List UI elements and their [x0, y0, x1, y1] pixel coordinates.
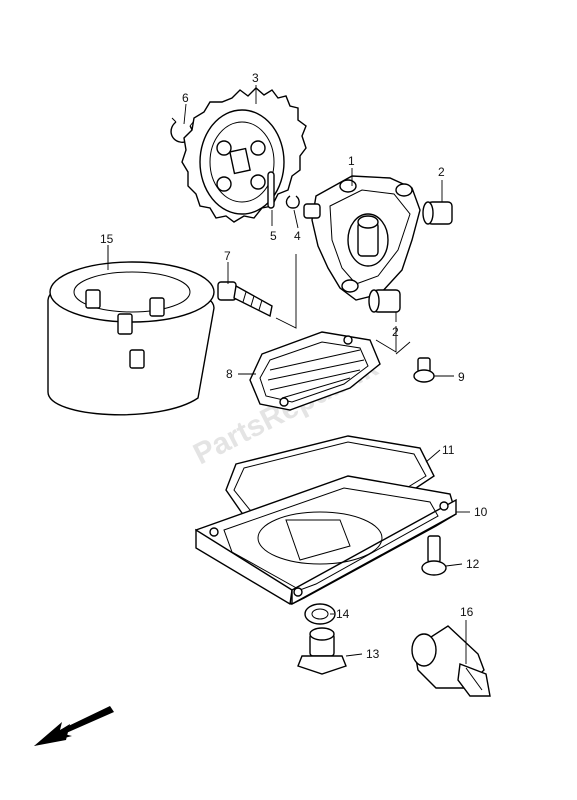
oil-pump-assembly-part: [303, 175, 421, 301]
oil-pan-bolt-part: [421, 535, 447, 576]
small-circlip-part: [285, 195, 300, 209]
callout-6: 6: [182, 91, 189, 105]
callout-2-upper: 2: [438, 165, 445, 179]
callout-13: 13: [366, 647, 380, 661]
callout-14: 14: [336, 607, 350, 621]
dowel-pin-upper-part: [422, 201, 453, 225]
callout-2-lower: 2: [392, 325, 399, 339]
callout-12: 12: [466, 557, 480, 571]
callout-15: 15: [100, 232, 114, 246]
callout-7: 7: [224, 249, 231, 263]
oil-pressure-switch-part: [411, 625, 491, 697]
pin-part: [267, 171, 275, 209]
callout-labels: 1 2 2 3 4 5 6 7 8 9 10 11 12 13 14 15 16: [100, 71, 488, 661]
callout-16: 16: [460, 605, 474, 619]
callout-8: 8: [226, 367, 233, 381]
oil-filter-part: [47, 245, 215, 416]
callout-3: 3: [252, 71, 259, 85]
washer-part: [304, 603, 336, 625]
callout-5: 5: [270, 229, 277, 243]
callout-1: 1: [348, 154, 355, 168]
leader-lines: [107, 85, 470, 664]
drain-plug-part: [297, 627, 347, 675]
oil-pan-part: [195, 475, 457, 606]
oil-pump-driven-gear-part: [181, 87, 307, 223]
bolt-part: [217, 281, 273, 318]
oil-strainer-part: [249, 331, 381, 411]
callout-10: 10: [474, 505, 488, 519]
callout-11: 11: [442, 443, 455, 457]
strainer-bolt-part: [413, 357, 435, 383]
dowel-pin-lower-part: [368, 289, 401, 313]
callout-4: 4: [294, 229, 301, 243]
callout-9: 9: [458, 370, 465, 384]
front-arrow-icon: [34, 706, 114, 746]
